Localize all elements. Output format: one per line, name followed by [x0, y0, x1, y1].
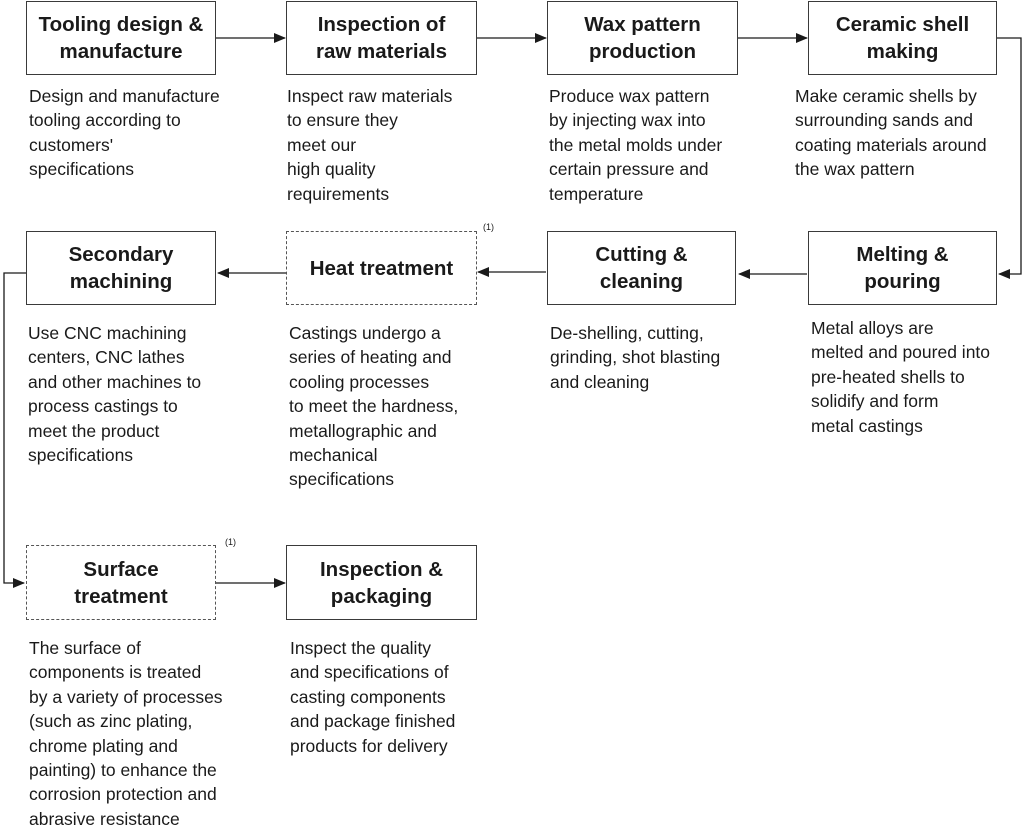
desc-line: chrome plating and	[29, 735, 178, 756]
desc-line: the wax pattern	[795, 159, 915, 180]
step-surface-treatment-description: The surface of components is treated by …	[29, 636, 223, 831]
step-wax-pattern-box: Wax pattern production	[547, 1, 738, 75]
desc-line: pre-heated shells to	[811, 366, 965, 387]
step-tooling-box: Tooling design & manufacture	[26, 1, 216, 75]
desc-line: and specifications of	[290, 662, 449, 683]
step-title-line: pouring	[864, 270, 941, 293]
desc-line: and cleaning	[550, 371, 650, 392]
desc-line: centers, CNC lathes	[28, 347, 185, 368]
desc-line: tooling according to	[29, 110, 181, 131]
arrow-ceramic-to-melting	[997, 37, 1022, 279]
step-title-line: raw materials	[315, 40, 448, 63]
desc-line: abrasive resistance	[29, 808, 180, 829]
desc-line: specifications	[28, 445, 134, 466]
desc-line: metallographic and	[289, 420, 437, 441]
desc-line: specifications	[29, 159, 135, 180]
step-title-line: Cutting &	[595, 243, 688, 266]
desc-line: to meet the hardness,	[289, 396, 459, 417]
step-inspection-packaging-description: Inspect the quality and specifications o…	[290, 636, 455, 758]
step-title-line: Tooling design &	[38, 13, 204, 36]
step-inspection-raw-description: Inspect raw materials to ensure they mee…	[287, 84, 452, 206]
desc-line: temperature	[549, 183, 644, 204]
step-heat-treatment-box: Heat treatment	[286, 231, 477, 305]
desc-line: products for delivery	[290, 735, 448, 756]
desc-line: Use CNC machining	[28, 323, 187, 343]
step-inspection-raw-box: Inspection of raw materials	[286, 1, 477, 75]
desc-line: mechanical	[289, 445, 378, 466]
desc-line: (such as zinc plating,	[29, 711, 193, 732]
step-title-line: treatment	[74, 584, 168, 608]
desc-line: cooling processes	[289, 371, 430, 392]
step-title-line: Ceramic shell	[835, 13, 970, 36]
desc-line: by injecting wax into	[549, 110, 706, 131]
step-ceramic-shell-description: Make ceramic shells by surrounding sands…	[795, 84, 987, 182]
desc-line: customers'	[29, 134, 114, 155]
step-surface-treatment-box: Surface treatment	[26, 545, 216, 620]
step-title-line: manufacture	[59, 40, 183, 63]
step-title-line: production	[588, 40, 697, 63]
step-title-line: machining	[69, 270, 173, 293]
arrow-secondary-to-surface	[3, 272, 26, 588]
desc-line: meet our	[287, 134, 357, 155]
step-title-line: Surface	[83, 557, 159, 581]
desc-line: metal castings	[811, 415, 923, 436]
desc-line: corrosion protection and	[29, 784, 217, 805]
desc-line: requirements	[287, 183, 390, 204]
desc-line: painting) to enhance the	[29, 760, 217, 781]
step-heat-treatment-description: Castings undergo a series of heating and…	[289, 321, 458, 492]
desc-line: Make ceramic shells by	[795, 86, 977, 106]
desc-line: specifications	[289, 469, 395, 490]
desc-line: and other machines to	[28, 371, 202, 392]
step-melting-box: Melting & pouring	[808, 231, 997, 305]
desc-line: surrounding sands and	[795, 110, 974, 131]
desc-line: grinding, shot blasting	[550, 347, 721, 368]
desc-line: melted and poured into	[811, 342, 991, 363]
step-title-line: Inspection of	[317, 13, 446, 36]
step-inspection-packaging-box: Inspection & packaging	[286, 545, 477, 620]
step-wax-pattern-description: Produce wax pattern by injecting wax int…	[549, 84, 722, 206]
step-secondary-machining-description: Use CNC machining centers, CNC lathes an…	[28, 321, 201, 467]
step-title-line: Wax pattern	[584, 13, 701, 36]
step-secondary-machining-box: Secondary machining	[26, 231, 216, 305]
desc-line: high quality	[287, 159, 376, 180]
step-cutting-box: Cutting & cleaning	[547, 231, 736, 305]
desc-line: Design and manufacture	[29, 86, 220, 106]
step-tooling-description: Design and manufacture tooling according…	[29, 84, 220, 182]
desc-line: Castings undergo a	[289, 323, 441, 343]
desc-line: series of heating and	[289, 347, 452, 368]
step-title-line: packaging	[330, 584, 433, 608]
footnote-marker: (1)	[225, 537, 236, 547]
desc-line: De-shelling, cutting,	[550, 323, 704, 343]
step-title-line: Secondary	[68, 243, 174, 266]
desc-line: components is treated	[29, 662, 202, 683]
desc-line: Metal alloys are	[811, 318, 934, 338]
step-title-line: Melting &	[856, 243, 949, 266]
desc-line: meet the product	[28, 420, 160, 441]
desc-line: the metal molds under	[549, 134, 723, 155]
step-cutting-description: De-shelling, cutting, grinding, shot bla…	[550, 321, 720, 394]
step-title-line: Heat treatment	[309, 256, 454, 280]
desc-line: casting components	[290, 686, 446, 707]
desc-line: to ensure they	[287, 110, 398, 131]
desc-line: certain pressure and	[549, 159, 709, 180]
desc-line: solidify and form	[811, 391, 939, 412]
desc-line: process castings to	[28, 396, 178, 417]
desc-line: Inspect raw materials	[287, 86, 453, 106]
desc-line: by a variety of processes	[29, 686, 223, 707]
step-ceramic-shell-box: Ceramic shell making	[808, 1, 997, 75]
step-title-line: making	[866, 40, 939, 63]
step-title-line: cleaning	[599, 270, 684, 293]
desc-line: coating materials around	[795, 134, 987, 155]
step-title-line: Inspection &	[319, 557, 443, 581]
desc-line: and package finished	[290, 711, 456, 732]
step-melting-description: Metal alloys are melted and poured into …	[811, 316, 990, 438]
desc-line: The surface of	[29, 638, 141, 658]
desc-line: Inspect the quality	[290, 638, 432, 658]
desc-line: Produce wax pattern	[549, 86, 710, 106]
footnote-marker: (1)	[483, 222, 494, 232]
